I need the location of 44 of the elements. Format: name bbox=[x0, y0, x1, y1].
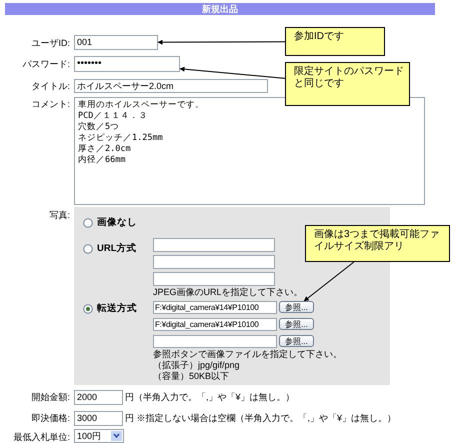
input-field: 2000 bbox=[74, 390, 123, 405]
field-label: ユーザID: bbox=[30, 38, 70, 49]
callout-box: 限定サイトのパスワードと同じです bbox=[285, 62, 410, 106]
arrow bbox=[304, 262, 354, 302]
input-field: 3000 bbox=[74, 411, 123, 426]
comment-line: 厚さ／2.0cm bbox=[78, 144, 131, 155]
input-field bbox=[153, 255, 275, 269]
callout-box: 参加IDです bbox=[285, 27, 385, 56]
field-label: 写真: bbox=[48, 210, 70, 221]
comment-line: 穴数／5つ bbox=[78, 122, 120, 133]
comment-line: PCD／１１４．３ bbox=[78, 111, 148, 122]
header-bar: 新規出品 bbox=[5, 3, 435, 15]
password-field: ••••••• bbox=[74, 56, 180, 72]
option-label: URL方式 bbox=[97, 243, 137, 254]
file-field: F:¥digital_camera¥14¥P10100 bbox=[153, 301, 277, 314]
browse-button: 参照... bbox=[279, 335, 314, 347]
hint-text: （拡張子）jpg/gif/png bbox=[153, 360, 240, 371]
hint-text: 参照ボタンで画像ファイルを指定して下さい。 bbox=[153, 349, 342, 360]
file-field bbox=[153, 335, 277, 348]
input-field bbox=[153, 238, 275, 252]
callout-box: 画像は3つまで掲載可能ファイルサイズ制限アリ bbox=[305, 225, 450, 262]
input-field: 001 bbox=[74, 35, 158, 50]
hint-text: 円 ※指定しない場合は空欄（半角入力で。「,」や「¥」は無し。） bbox=[125, 413, 396, 424]
comment-line: ネジピッチ／1.25mm bbox=[78, 133, 163, 144]
field-label: タイトル: bbox=[30, 81, 70, 92]
hint-text: （容量）50KB以下 bbox=[153, 371, 230, 382]
comment-line: 車用のホイルスペーサーです。 bbox=[78, 100, 204, 111]
arrow bbox=[180, 66, 286, 79]
browse-button: 参照... bbox=[279, 301, 314, 313]
field-label: 最低入札単位: bbox=[12, 432, 70, 443]
hint-text: JPEG画像のURLを指定して下さい。 bbox=[153, 287, 303, 298]
field-label: パスワード: bbox=[21, 59, 70, 70]
input-field: ホイルスペーサー2.0cm bbox=[74, 79, 268, 93]
comment-line: 内径／66mm bbox=[78, 155, 126, 166]
browse-button: 参照... bbox=[279, 318, 314, 330]
arrow bbox=[158, 40, 286, 45]
field-label: 即決価格: bbox=[30, 413, 70, 424]
input-field bbox=[153, 272, 275, 286]
option-label: 転送方式 bbox=[97, 303, 137, 314]
field-label: コメント: bbox=[30, 99, 70, 110]
hint-text: 円（半角入力で。「,」や「¥」は無し。） bbox=[125, 392, 295, 403]
option-label: 画像なし bbox=[97, 217, 137, 228]
field-label: 開始金額: bbox=[30, 392, 70, 403]
file-field: F:¥digital_camera¥14¥P10100 bbox=[153, 318, 277, 331]
